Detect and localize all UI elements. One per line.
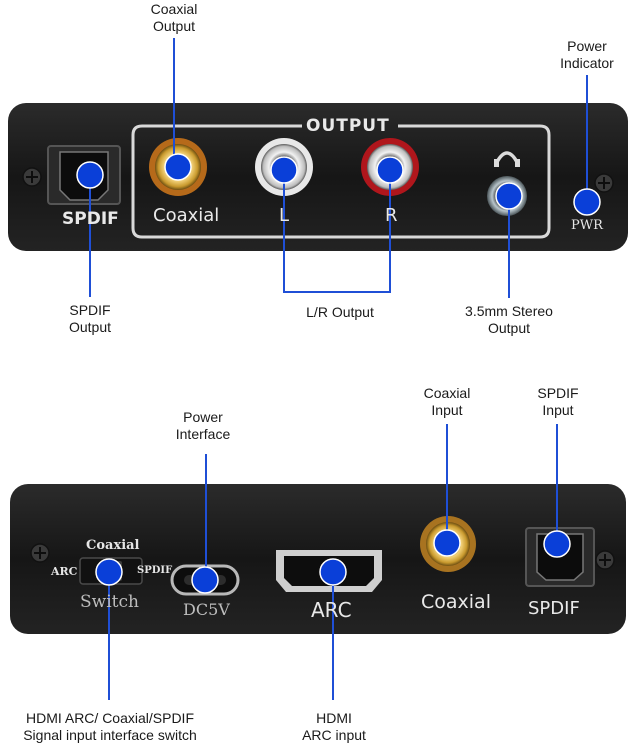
headphone-cup: [494, 159, 499, 167]
callout-power-interface: Power Interface: [175, 409, 231, 442]
spdif-input-dot: [543, 530, 571, 558]
left-output-dot: [270, 156, 298, 184]
callout-coaxial-input: Coaxial Input: [423, 385, 471, 418]
spdif-output-dot: [76, 161, 104, 189]
pwr-label: PWR: [571, 218, 603, 233]
headphone-cup: [515, 159, 520, 167]
coaxial-output-label: Coaxial: [153, 205, 220, 226]
dc5v-label: DC5V: [183, 600, 230, 619]
screw-icon: [594, 173, 614, 193]
coaxial-input-dot: [433, 529, 461, 557]
callout-power-indicator: Power Indicator: [560, 38, 614, 71]
right-channel-label: R: [385, 205, 398, 226]
left-channel-label: L: [279, 205, 290, 226]
output-frame-title: OUTPUT: [306, 116, 390, 136]
power-indicator-dot: [573, 188, 601, 216]
callout-spdif-input: SPDIF Input: [537, 385, 579, 418]
bottom-panel: [10, 484, 626, 634]
output-frame: [131, 124, 551, 239]
switch-right-label: SPDIF: [137, 565, 173, 576]
hdmi-arc-dot: [319, 558, 347, 586]
callout-hdmi-arc-input: HDMI ARC input: [302, 710, 366, 743]
right-output-dot: [376, 156, 404, 184]
arc-label: ARC: [311, 598, 352, 622]
coaxial-input-label: Coaxial: [421, 591, 491, 613]
callout-lr-output: L/R Output: [306, 304, 374, 320]
switch-label: Switch: [80, 592, 139, 612]
callout-switch-description: HDMI ARC/ Coaxial/SPDIF Signal input int…: [23, 710, 197, 743]
callout-spdif-output: SPDIF Output: [68, 302, 112, 335]
callout-stereo-output: 3.5mm Stereo Output: [465, 303, 553, 336]
screw-icon: [22, 167, 42, 187]
callout-lines: [89, 38, 588, 700]
spdif-output-label: SPDIF: [62, 209, 119, 229]
switch-left-label: ARC: [51, 565, 78, 578]
coaxial-output-dot: [164, 153, 192, 181]
callout-coaxial-output: Coaxial Output: [150, 1, 198, 34]
switch-dot: [95, 558, 123, 586]
screw-icon: [595, 550, 615, 570]
dc5v-dot: [191, 566, 219, 594]
spdif-input-label: SPDIF: [528, 598, 580, 619]
screw-icon: [30, 543, 50, 563]
switch-top-label: Coaxial: [86, 538, 140, 553]
indicator-dots: [76, 153, 601, 594]
stereo-output-dot: [495, 182, 523, 210]
